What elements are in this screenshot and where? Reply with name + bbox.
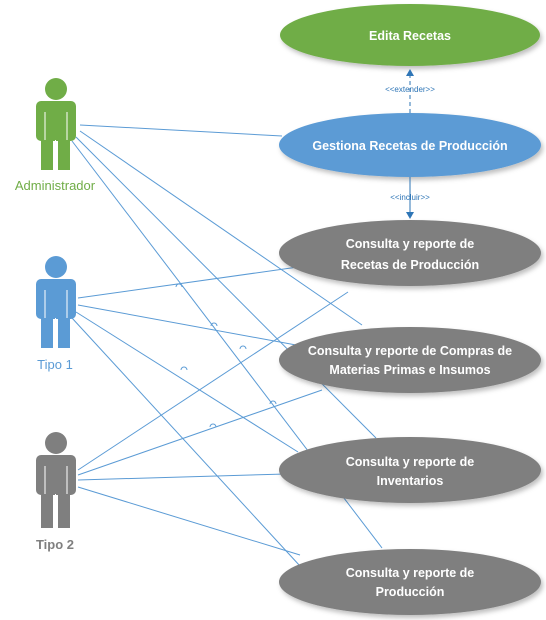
use-case-label: Consulta y reporte de <box>346 237 475 251</box>
line-hop <box>239 345 247 350</box>
association-lines <box>71 124 383 567</box>
line-hop <box>180 366 188 371</box>
actor-administrador[interactable]: Administrador <box>15 78 96 193</box>
assoc-admin-inventarios <box>75 136 377 439</box>
assoc-tipo2-recetas <box>77 291 349 471</box>
use-case-label: Materias Primas e Insumos <box>329 363 490 377</box>
use-case-label: Gestiona Recetas de Producción <box>312 139 507 153</box>
actor-figure-icon <box>36 78 76 170</box>
actor-figure-icon <box>36 432 76 528</box>
use-case-consulta-produccion[interactable]: Consulta y reporte de Producción <box>279 549 541 615</box>
use-case-shape[interactable] <box>279 549 541 615</box>
line-hop <box>269 400 277 405</box>
use-case-label: Consulta y reporte de Compras de <box>308 344 512 358</box>
use-case-label: Inventarios <box>377 474 444 488</box>
assoc-tipo2-compras <box>77 389 323 476</box>
actor-arm-lines <box>44 112 68 170</box>
use-case-label: Consulta y reporte de <box>346 566 475 580</box>
include-relationship: <<incluir>> <box>390 177 430 219</box>
assoc-tipo2-produccion <box>77 486 301 556</box>
actor-arm-lines <box>44 290 68 348</box>
use-case-shape[interactable] <box>279 220 541 286</box>
assoc-tipo1-compras <box>77 304 297 346</box>
use-case-consulta-compras[interactable]: Consulta y reporte de Compras de Materia… <box>279 327 541 393</box>
actor-arm-lines <box>44 466 68 528</box>
actor-label: Tipo 2 <box>36 537 74 552</box>
extend-relationship: <<extender>> <box>385 69 435 113</box>
actor-tipo-1[interactable]: Tipo 1 <box>36 256 76 372</box>
assoc-tipo1-recetas <box>77 266 299 299</box>
actor-figure-icon <box>36 256 76 348</box>
use-case-label: Producción <box>376 585 445 599</box>
assoc-admin-gestiona <box>79 124 283 137</box>
use-case-label: Recetas de Producción <box>341 258 479 272</box>
use-case-consulta-inventarios[interactable]: Consulta y reporte de Inventarios <box>279 437 541 503</box>
assoc-tipo1-produccion <box>71 317 301 567</box>
include-label: <<incluir>> <box>390 193 430 202</box>
actor-tipo-2[interactable]: Tipo 2 <box>36 432 76 552</box>
use-case-gestiona-recetas[interactable]: Gestiona Recetas de Producción <box>279 113 541 177</box>
actor-label: Tipo 1 <box>37 357 73 372</box>
actor-label: Administrador <box>15 178 96 193</box>
assoc-admin-compras <box>79 130 363 326</box>
use-case-label: Edita Recetas <box>369 29 451 43</box>
line-hops <box>175 283 277 428</box>
use-case-shape[interactable] <box>279 113 541 177</box>
line-hop <box>210 322 218 327</box>
line-hop <box>175 283 183 288</box>
use-case-consulta-recetas[interactable]: Consulta y reporte de Recetas de Producc… <box>279 220 541 286</box>
use-case-edita-recetas[interactable]: Edita Recetas <box>280 4 540 66</box>
line-hop <box>209 423 217 428</box>
use-case-shape[interactable] <box>280 4 540 66</box>
assoc-tipo1-inventarios <box>75 311 299 453</box>
use-case-shape[interactable] <box>279 437 541 503</box>
use-case-label: Consulta y reporte de <box>346 455 475 469</box>
assoc-tipo2-inventarios <box>77 473 287 481</box>
extend-label: <<extender>> <box>385 85 435 94</box>
use-case-shape[interactable] <box>279 327 541 393</box>
